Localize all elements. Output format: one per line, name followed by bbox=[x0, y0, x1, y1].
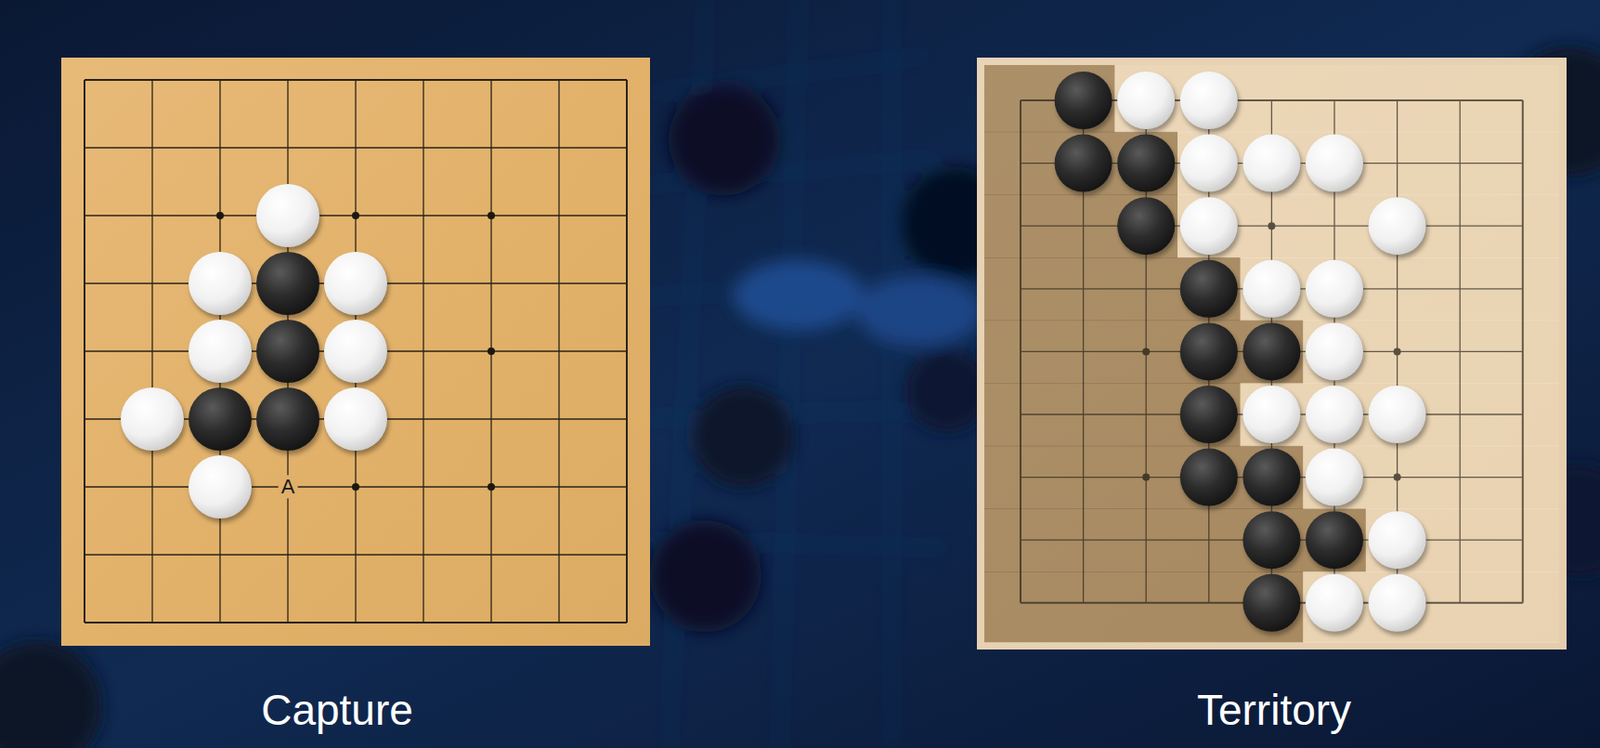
grid-line bbox=[84, 621, 627, 624]
board bbox=[61, 57, 651, 646]
black-stone bbox=[256, 251, 320, 315]
white-stone bbox=[324, 319, 388, 383]
board bbox=[976, 57, 1567, 650]
white-stone bbox=[120, 387, 184, 451]
black-stone bbox=[1180, 322, 1238, 380]
grid-line bbox=[84, 146, 627, 148]
board-frame bbox=[980, 61, 1563, 646]
white-stone bbox=[1242, 260, 1301, 318]
star-point bbox=[216, 211, 224, 220]
star-point bbox=[487, 211, 495, 220]
black-stone bbox=[1117, 196, 1175, 255]
star-point bbox=[487, 347, 495, 355]
black-stone bbox=[1054, 134, 1113, 193]
territory-board bbox=[976, 57, 1567, 650]
board-caption: Capture bbox=[260, 685, 414, 735]
black-stone bbox=[1180, 385, 1238, 443]
white-stone bbox=[1305, 385, 1364, 443]
white-territory bbox=[1114, 65, 1560, 132]
white-stone bbox=[1242, 134, 1301, 193]
white-stone bbox=[1117, 71, 1175, 130]
star-point bbox=[351, 211, 360, 220]
white-territory bbox=[1302, 571, 1560, 643]
white-stone bbox=[324, 387, 388, 451]
star-point bbox=[1142, 347, 1150, 355]
black-stone bbox=[1242, 448, 1301, 507]
board-caption: Territory bbox=[1196, 685, 1352, 735]
white-stone bbox=[1180, 71, 1238, 130]
white-stone bbox=[1242, 385, 1301, 443]
white-stone bbox=[1305, 260, 1364, 318]
black-territory bbox=[984, 131, 1178, 196]
black-stone bbox=[256, 319, 320, 383]
white-stone bbox=[1368, 573, 1427, 632]
star-point bbox=[351, 482, 360, 491]
white-stone bbox=[1368, 510, 1427, 569]
white-stone bbox=[1305, 448, 1364, 507]
black-stone bbox=[1180, 260, 1238, 318]
white-stone bbox=[188, 319, 252, 383]
star-point bbox=[1267, 221, 1275, 230]
white-stone bbox=[1305, 322, 1364, 380]
capture-board bbox=[61, 57, 651, 646]
white-stone bbox=[1180, 134, 1238, 193]
star-point bbox=[1393, 347, 1402, 355]
black-stone bbox=[1242, 510, 1301, 569]
white-stone bbox=[1305, 573, 1364, 632]
point-label: A bbox=[278, 474, 299, 498]
star-point bbox=[1142, 473, 1150, 482]
white-stone bbox=[188, 455, 252, 519]
black-stone bbox=[1054, 71, 1113, 130]
white-stone bbox=[324, 251, 388, 315]
grid-line bbox=[84, 78, 627, 81]
black-stone bbox=[188, 387, 252, 451]
black-stone bbox=[1305, 510, 1364, 569]
black-stone bbox=[1180, 448, 1238, 507]
white-stone bbox=[1368, 196, 1427, 255]
black-territory bbox=[984, 571, 1303, 643]
star-point bbox=[487, 482, 495, 491]
star-point bbox=[1393, 473, 1402, 482]
white-stone bbox=[1368, 385, 1427, 443]
grid-line bbox=[84, 553, 627, 555]
white-stone bbox=[1180, 196, 1238, 255]
black-stone bbox=[1242, 573, 1301, 632]
black-stone bbox=[256, 387, 320, 451]
white-stone bbox=[1305, 134, 1364, 193]
black-stone bbox=[1242, 322, 1301, 380]
white-stone bbox=[188, 251, 252, 315]
white-stone bbox=[256, 183, 320, 248]
black-territory bbox=[984, 65, 1115, 132]
black-stone bbox=[1117, 134, 1175, 193]
